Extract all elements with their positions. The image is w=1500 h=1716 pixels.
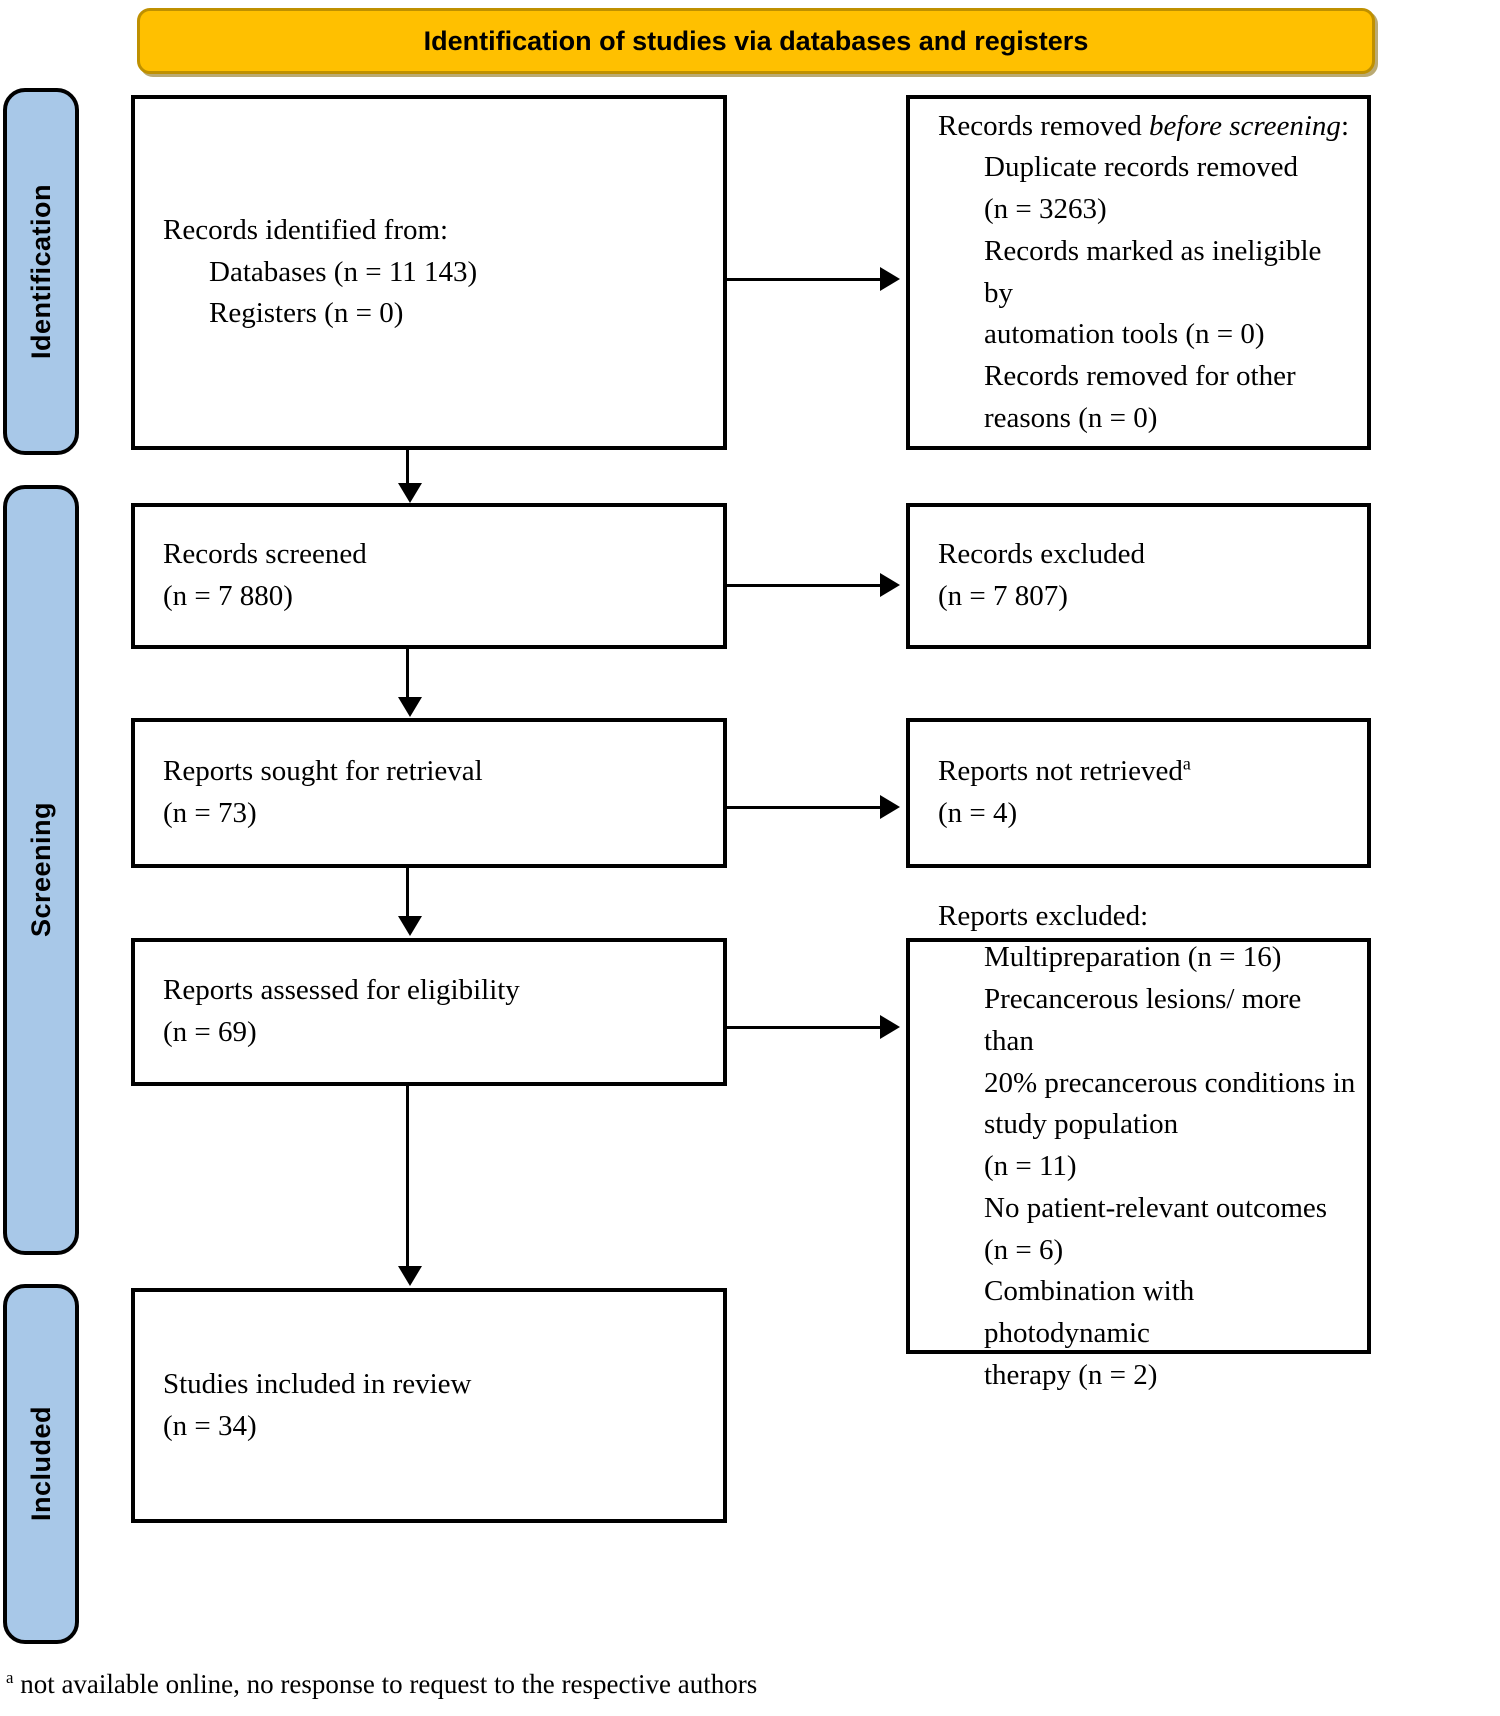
lead-colon: :: [1340, 109, 1349, 142]
box-records-screened-text: Records screened (n = 7 880): [163, 534, 367, 618]
connector-assessed-to-included: [406, 1086, 409, 1268]
text-line: Reports sought for retrieval: [163, 755, 483, 788]
footnote-text: not available online, no response to req…: [13, 1669, 758, 1699]
diagram-footnote: a not available online, no response to r…: [6, 1669, 757, 1700]
stage-tab-screening-label: Screening: [25, 802, 56, 938]
stage-tab-included: Included: [3, 1284, 79, 1644]
text-line: Reports assessed for eligibility: [163, 974, 520, 1007]
arrow-down-icon: [398, 483, 422, 503]
box-studies-included-text: Studies included in review (n = 34): [163, 1364, 471, 1448]
text-line: Precancerous lesions/ more than: [984, 983, 1309, 1057]
text-line: therapy (n = 2): [984, 1358, 1158, 1391]
text-line: No patient-relevant outcomes: [984, 1191, 1328, 1224]
arrow-down-icon: [398, 697, 422, 717]
text-line: Combination with photodynamic: [984, 1275, 1202, 1349]
text-line: (n = 73): [163, 797, 257, 829]
connector-identified-to-removed: [727, 278, 882, 281]
text-line: Records screened: [163, 538, 367, 571]
text-line: Records removed before screening:: [938, 106, 1357, 148]
text-line: (n = 7 807): [938, 580, 1068, 612]
box-records-removed-before-screening: Records removed before screening: Duplic…: [906, 95, 1371, 450]
lead-italic: before screening: [1149, 109, 1341, 142]
text-line: (n = 4): [938, 797, 1018, 829]
diagram-header-banner: Identification of studies via databases …: [137, 8, 1375, 74]
text-line: Records excluded: [938, 538, 1145, 571]
text-line: study population: [984, 1108, 1179, 1141]
arrow-down-icon: [398, 1266, 422, 1286]
text-line: (n = 11): [984, 1150, 1077, 1182]
connector-identified-to-screened: [406, 450, 409, 485]
text-line: Multipreparation (n = 16): [984, 941, 1282, 974]
box-records-identified: Records identified from: Databases (n = …: [131, 95, 727, 450]
text-line: 20% precancerous conditions in: [984, 1066, 1356, 1099]
text-line: Reports not retrieveda: [938, 751, 1191, 793]
box-reports-sought-for-retrieval: Reports sought for retrieval (n = 73): [131, 718, 727, 868]
box-reports-sought-text: Reports sought for retrieval (n = 73): [163, 751, 483, 835]
box-reports-assessed-text: Reports assessed for eligibility (n = 69…: [163, 970, 520, 1054]
box-reports-not-retrieved-text: Reports not retrieveda (n = 4): [938, 751, 1191, 835]
text-line: Registers (n = 0): [209, 297, 404, 330]
stage-tab-included-label: Included: [25, 1406, 56, 1522]
arrow-down-icon: [398, 916, 422, 936]
text-line: Records removed for other: [984, 360, 1296, 392]
box-records-removed-text: Records removed before screening: Duplic…: [938, 106, 1357, 440]
text-line: Reports excluded:: [938, 899, 1149, 932]
arrow-right-icon: [880, 1015, 900, 1039]
diagram-title: Identification of studies via databases …: [423, 25, 1089, 56]
box-reports-excluded: Reports excluded: Multipreparation (n = …: [906, 900, 1371, 1391]
text-line: Studies included in review: [163, 1367, 472, 1400]
box-records-identified-text: Records identified from: Databases (n = …: [163, 210, 477, 335]
connector-screened-to-excluded: [727, 584, 882, 587]
text-line: (n = 7 880): [163, 580, 293, 612]
lead-plain: Records removed: [938, 109, 1149, 142]
connector-sought-to-not-retrieved: [727, 806, 882, 809]
box-records-excluded-text: Records excluded (n = 7 807): [938, 534, 1145, 618]
box-reports-excluded-text: Reports excluded: Multipreparation (n = …: [938, 896, 1357, 1397]
text-line: reasons (n = 0): [984, 401, 1158, 434]
arrow-right-icon: [880, 795, 900, 819]
text-line: Duplicate records removed: [984, 151, 1299, 184]
box-reports-not-retrieved: Reports not retrieveda (n = 4): [906, 718, 1371, 868]
connector-sought-to-assessed: [406, 868, 409, 918]
footnote-marker-a: a: [6, 1668, 14, 1687]
arrow-right-icon: [880, 573, 900, 597]
text-line: (n = 6): [984, 1233, 1064, 1266]
stage-tab-screening: Screening: [3, 485, 79, 1255]
connector-assessed-to-reports-excluded: [727, 1026, 882, 1029]
stage-tab-identification: Identification: [3, 88, 79, 455]
text-line: (n = 3263): [984, 193, 1107, 225]
box-studies-included-in-review: Studies included in review (n = 34): [131, 1288, 727, 1523]
arrow-right-icon: [880, 267, 900, 291]
text-line: (n = 34): [163, 1409, 257, 1442]
text-line: Records marked as ineligible by: [984, 234, 1329, 309]
connector-screened-to-sought: [406, 649, 409, 699]
box-records-excluded: Records excluded (n = 7 807): [906, 503, 1371, 649]
not-retrieved-label: Reports not retrieved: [938, 755, 1183, 788]
text-line: automation tools (n = 0): [984, 318, 1265, 351]
stage-tab-identification-label: Identification: [25, 184, 56, 359]
box-records-screened: Records screened (n = 7 880): [131, 503, 727, 649]
box-reports-assessed-for-eligibility: Reports assessed for eligibility (n = 69…: [131, 938, 727, 1086]
footnote-marker-a: a: [1182, 753, 1191, 774]
text-line: (n = 69): [163, 1016, 257, 1048]
text-line: Databases (n = 11 143): [209, 255, 478, 288]
text-line: Records identified from:: [163, 213, 449, 246]
